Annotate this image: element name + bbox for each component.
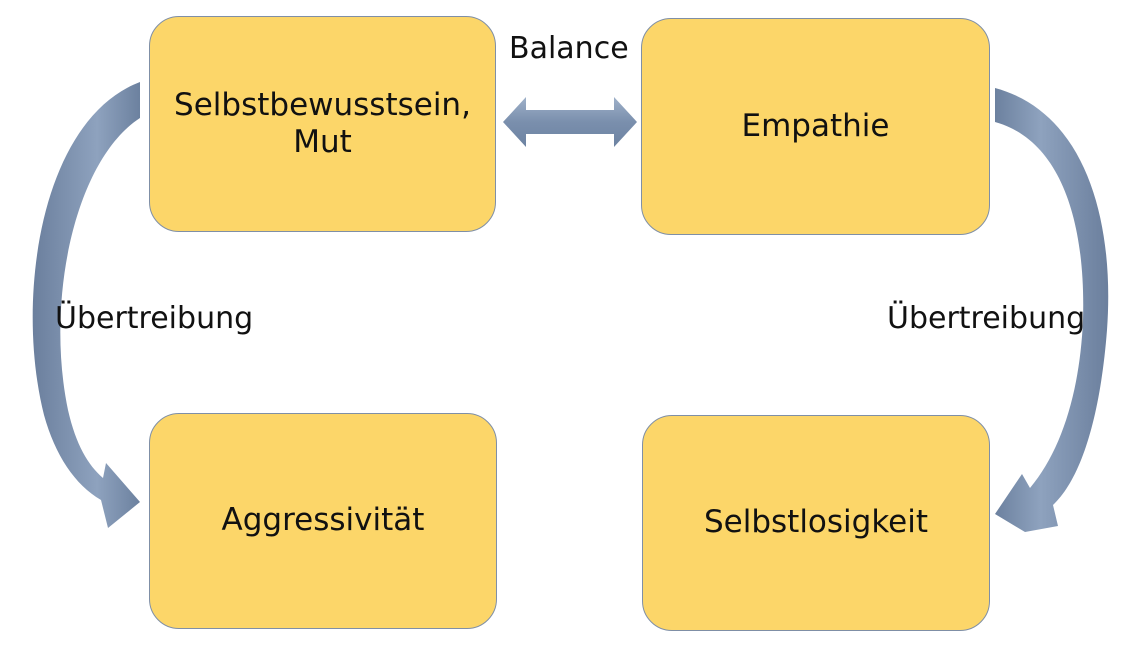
box-empathy: Empathie [641,18,990,235]
box-selflessness: Selbstlosigkeit [642,415,990,631]
balance-label: Balance [509,31,629,66]
box-label-empathy: Empathie [741,107,890,144]
exaggeration-label-right: Übertreibung [887,301,1086,336]
box-label-self-confidence-courage: Selbstbewusstsein, Mut [174,86,471,160]
box-self-confidence-courage: Selbstbewusstsein, Mut [149,16,496,232]
right-curved-arrow [995,88,1109,532]
left-curved-arrow [32,82,140,528]
box-label-aggressiveness: Aggressivität [221,502,425,539]
box-aggressiveness: Aggressivität [149,413,497,629]
box-label-selflessness: Selbstlosigkeit [703,504,929,541]
exaggeration-label-left: Übertreibung [55,301,254,336]
balance-double-arrow [503,97,637,147]
